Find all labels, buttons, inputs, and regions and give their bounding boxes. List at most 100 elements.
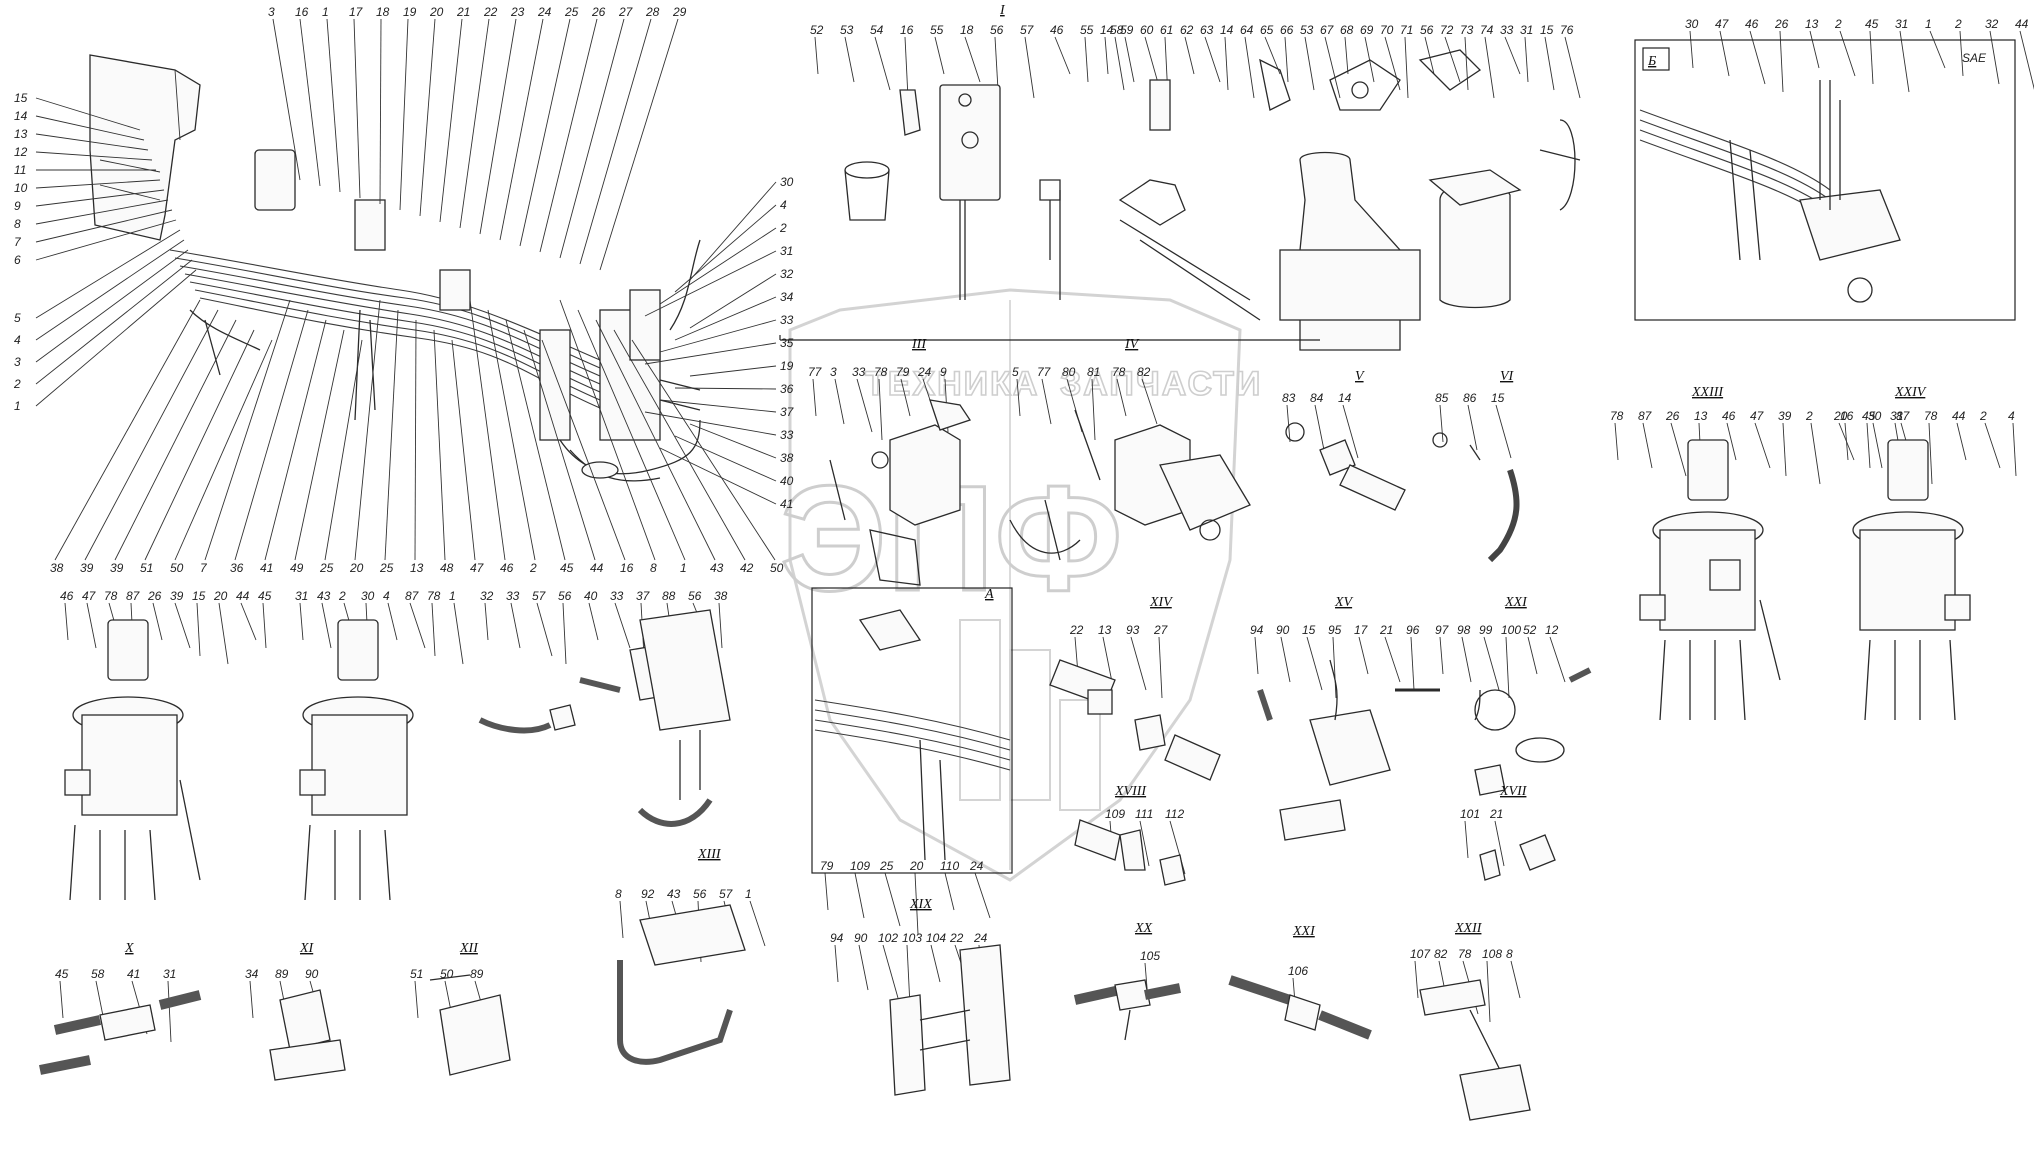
callout-label: 89 (275, 967, 289, 981)
callout-label: 4 (14, 333, 21, 347)
callout-label: 108 (1482, 947, 1502, 961)
callout-label: 44 (1952, 409, 1966, 423)
callout-label: 44 (2015, 17, 2029, 31)
callout-label: 105 (1140, 949, 1160, 963)
view-standard-label: SAE (1962, 51, 1987, 65)
leader-line (35, 133, 149, 151)
view-title: XIX (909, 897, 932, 912)
leader-line (904, 36, 909, 99)
leader-line (519, 18, 571, 247)
callout-label: 16 (900, 23, 914, 37)
callout-label: 29 (672, 5, 687, 19)
leader-line (1564, 36, 1581, 99)
callout-label: 87 (1638, 409, 1653, 423)
callout-label: 25 (319, 561, 334, 575)
callout-label: 77 (1037, 365, 1052, 379)
controller-right-drawings (1639, 439, 1971, 721)
callout-label: 1 (680, 561, 687, 575)
leader-line (659, 227, 777, 305)
callout-label: 47 (82, 589, 97, 603)
leader-line (1084, 36, 1089, 83)
callout-label: 22 (1069, 623, 1084, 637)
callout-label: 34 (245, 967, 259, 981)
callout-label: 13 (410, 561, 424, 575)
leader-line (1461, 636, 1472, 683)
leader-line (453, 602, 464, 665)
leader-line (35, 115, 145, 141)
callout-label: 26 (1665, 409, 1680, 423)
callout-label: 14 (1338, 391, 1352, 405)
callout-label: 18 (376, 5, 390, 19)
callout-label: 79 (820, 859, 834, 873)
callout-label: 87 (126, 589, 141, 603)
leader-line (484, 602, 489, 641)
callout-label: 21 (1489, 807, 1503, 821)
leader-line (1810, 422, 1821, 485)
callout-label: 15 (1302, 623, 1316, 637)
leader-line (1016, 378, 1021, 417)
leader-line (1809, 30, 1820, 69)
leader-line (249, 980, 254, 1019)
leader-line (1495, 404, 1512, 459)
leader-line (1439, 636, 1444, 675)
leader-line (1439, 404, 1444, 443)
leader-line (1549, 636, 1566, 683)
leader-line (718, 602, 723, 649)
leader-line (431, 602, 436, 657)
callout-label: 20 (213, 589, 228, 603)
callout-label: 101 (1460, 807, 1480, 821)
callout-label: 3 (14, 355, 21, 369)
callout-label: 54 (870, 23, 884, 37)
callout-label: 88 (662, 589, 676, 603)
callout-label: 47 (470, 561, 485, 575)
callout-label: 24 (537, 5, 552, 19)
view-letter: Б (1647, 54, 1656, 69)
leader-line (884, 872, 901, 927)
leader-line (234, 309, 309, 561)
callout-label: 31 (1895, 17, 1908, 31)
callout-label: 7 (14, 235, 22, 249)
callout-label: 111 (1135, 807, 1153, 821)
callout-label: 59 (1120, 23, 1134, 37)
callout-label: 95 (1328, 623, 1342, 637)
leader-line (414, 319, 417, 561)
leader-line (324, 339, 363, 561)
callout-label: 20 (909, 859, 924, 873)
callout-label: 57 (1020, 23, 1035, 37)
leader-line (1284, 36, 1289, 83)
leader-line (1091, 378, 1096, 441)
callout-label: 83 (1282, 391, 1296, 405)
leader-line (505, 319, 566, 561)
leader-line (1483, 636, 1500, 691)
callout-label: 40 (780, 474, 794, 488)
leader-line (599, 18, 679, 271)
callout-label: 80 (1062, 365, 1076, 379)
leader-line (54, 299, 201, 561)
callout-label: 14 (14, 109, 28, 123)
leader-line (1104, 36, 1109, 75)
callout-label: 42 (740, 561, 754, 575)
callout-label: 17 (1354, 623, 1369, 637)
leader-line (674, 435, 777, 482)
callout-label: 8 (1506, 947, 1513, 961)
callout-label: 52 (1523, 623, 1537, 637)
callout-label: 56 (990, 23, 1004, 37)
callout-label: 78 (427, 589, 441, 603)
leader-line (644, 411, 777, 436)
callout-label: 33 (852, 365, 866, 379)
callout-label: 58 (1110, 23, 1124, 37)
leader-line (469, 299, 506, 561)
callout-label: 45 (1862, 409, 1876, 423)
leader-line (1524, 36, 1529, 83)
callout-label: 43 (317, 589, 331, 603)
leader-line (1510, 960, 1521, 999)
callout-label: 13 (14, 127, 28, 141)
callout-label: 50 (770, 561, 784, 575)
leader-line (262, 602, 267, 649)
callout-label: 82 (1137, 365, 1151, 379)
leader-line (1141, 378, 1158, 425)
leader-line (1614, 422, 1619, 461)
callout-label: 26 (591, 5, 606, 19)
callout-label: 51 (410, 967, 423, 981)
leader-line (35, 151, 153, 161)
